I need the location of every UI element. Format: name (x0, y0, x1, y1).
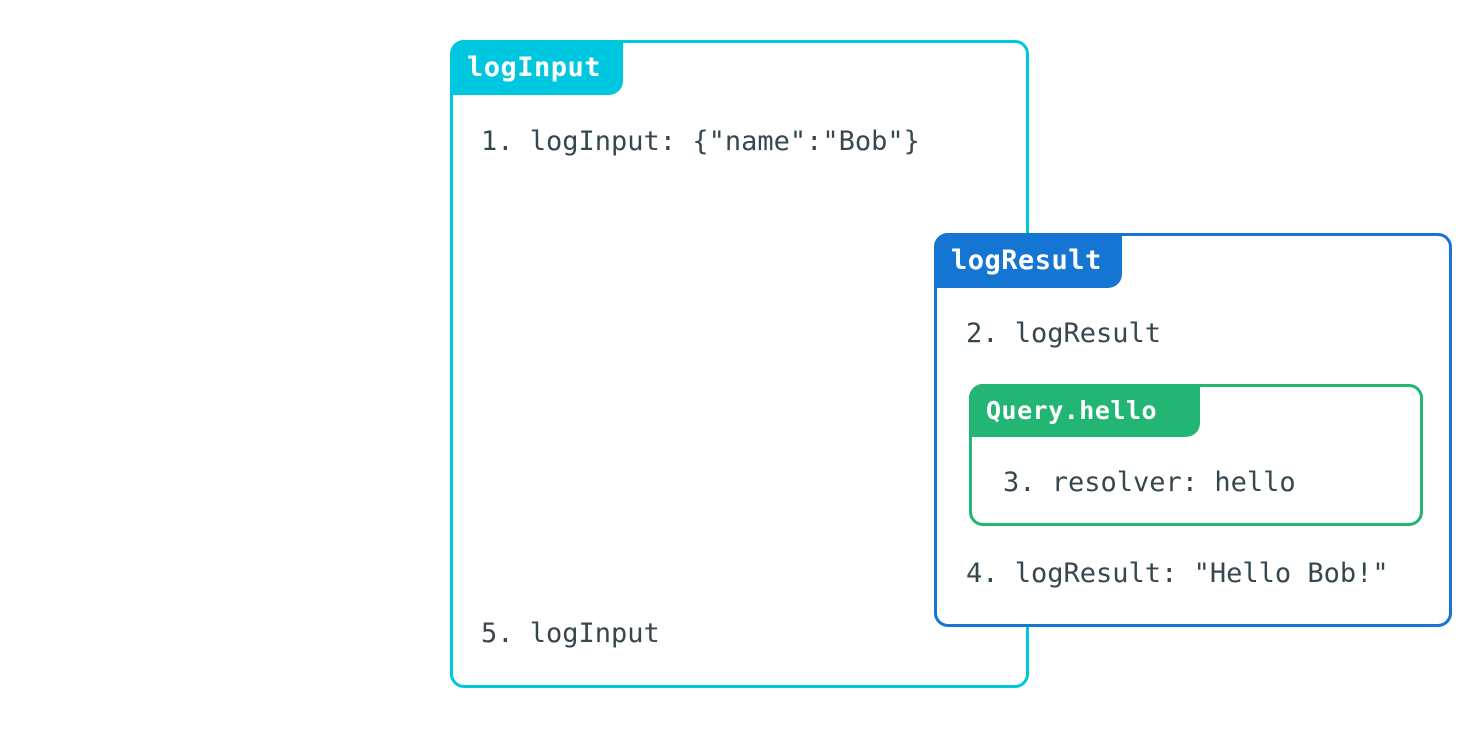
trace-box-loginput: logInput 1. logInput: {"name":"Bob"} log… (450, 40, 1452, 688)
trace-box-logresult: logResult 2. logResult Query.hello 3. re… (934, 233, 1452, 627)
trace-label-query-hello: Query.hello (969, 384, 1200, 437)
trace-line-2: 2. logResult (966, 318, 1162, 349)
trace-line-5: 5. logInput (481, 618, 660, 649)
trace-box-query-hello: Query.hello 3. resolver: hello (969, 384, 1423, 526)
trace-label-logresult: logResult (934, 233, 1122, 288)
trace-line-1: 1. logInput: {"name":"Bob"} (481, 126, 920, 157)
trace-label-loginput: logInput (450, 40, 623, 95)
trace-line-4: 4. logResult: "Hello Bob!" (966, 558, 1389, 589)
trace-line-3: 3. resolver: hello (1003, 467, 1296, 498)
